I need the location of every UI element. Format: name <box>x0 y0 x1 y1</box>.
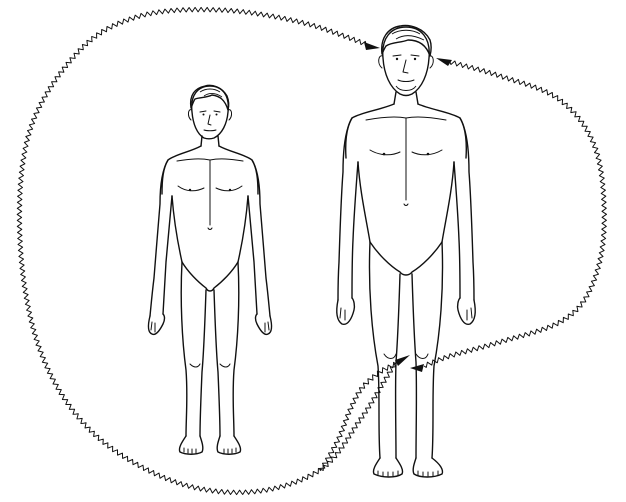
arrowhead-icon <box>436 58 452 66</box>
larger-man-figure <box>337 26 475 477</box>
arrowhead-icon <box>364 42 380 50</box>
arrowhead-icon <box>395 355 410 366</box>
arrowhead-icon <box>410 364 424 372</box>
larger-man-head <box>379 26 434 96</box>
smaller-man-leg-left <box>179 262 206 454</box>
smaller-man-head <box>188 85 231 138</box>
smaller-man-torso <box>162 136 258 262</box>
smaller-man-figure <box>148 85 271 454</box>
arrowheads <box>364 42 452 372</box>
larger-man-arm-left <box>337 118 358 324</box>
larger-man-pelvis <box>370 242 442 275</box>
wavy-loop-small <box>424 61 606 367</box>
smaller-man-arm-left <box>148 160 172 334</box>
wavy-connectors <box>17 7 606 494</box>
larger-man-torso <box>346 92 467 242</box>
larger-man-arm-right <box>454 118 475 324</box>
smaller-man-leg-right <box>214 262 241 454</box>
smaller-man-arm-right <box>248 160 272 334</box>
smaller-man-pelvis <box>182 262 238 291</box>
